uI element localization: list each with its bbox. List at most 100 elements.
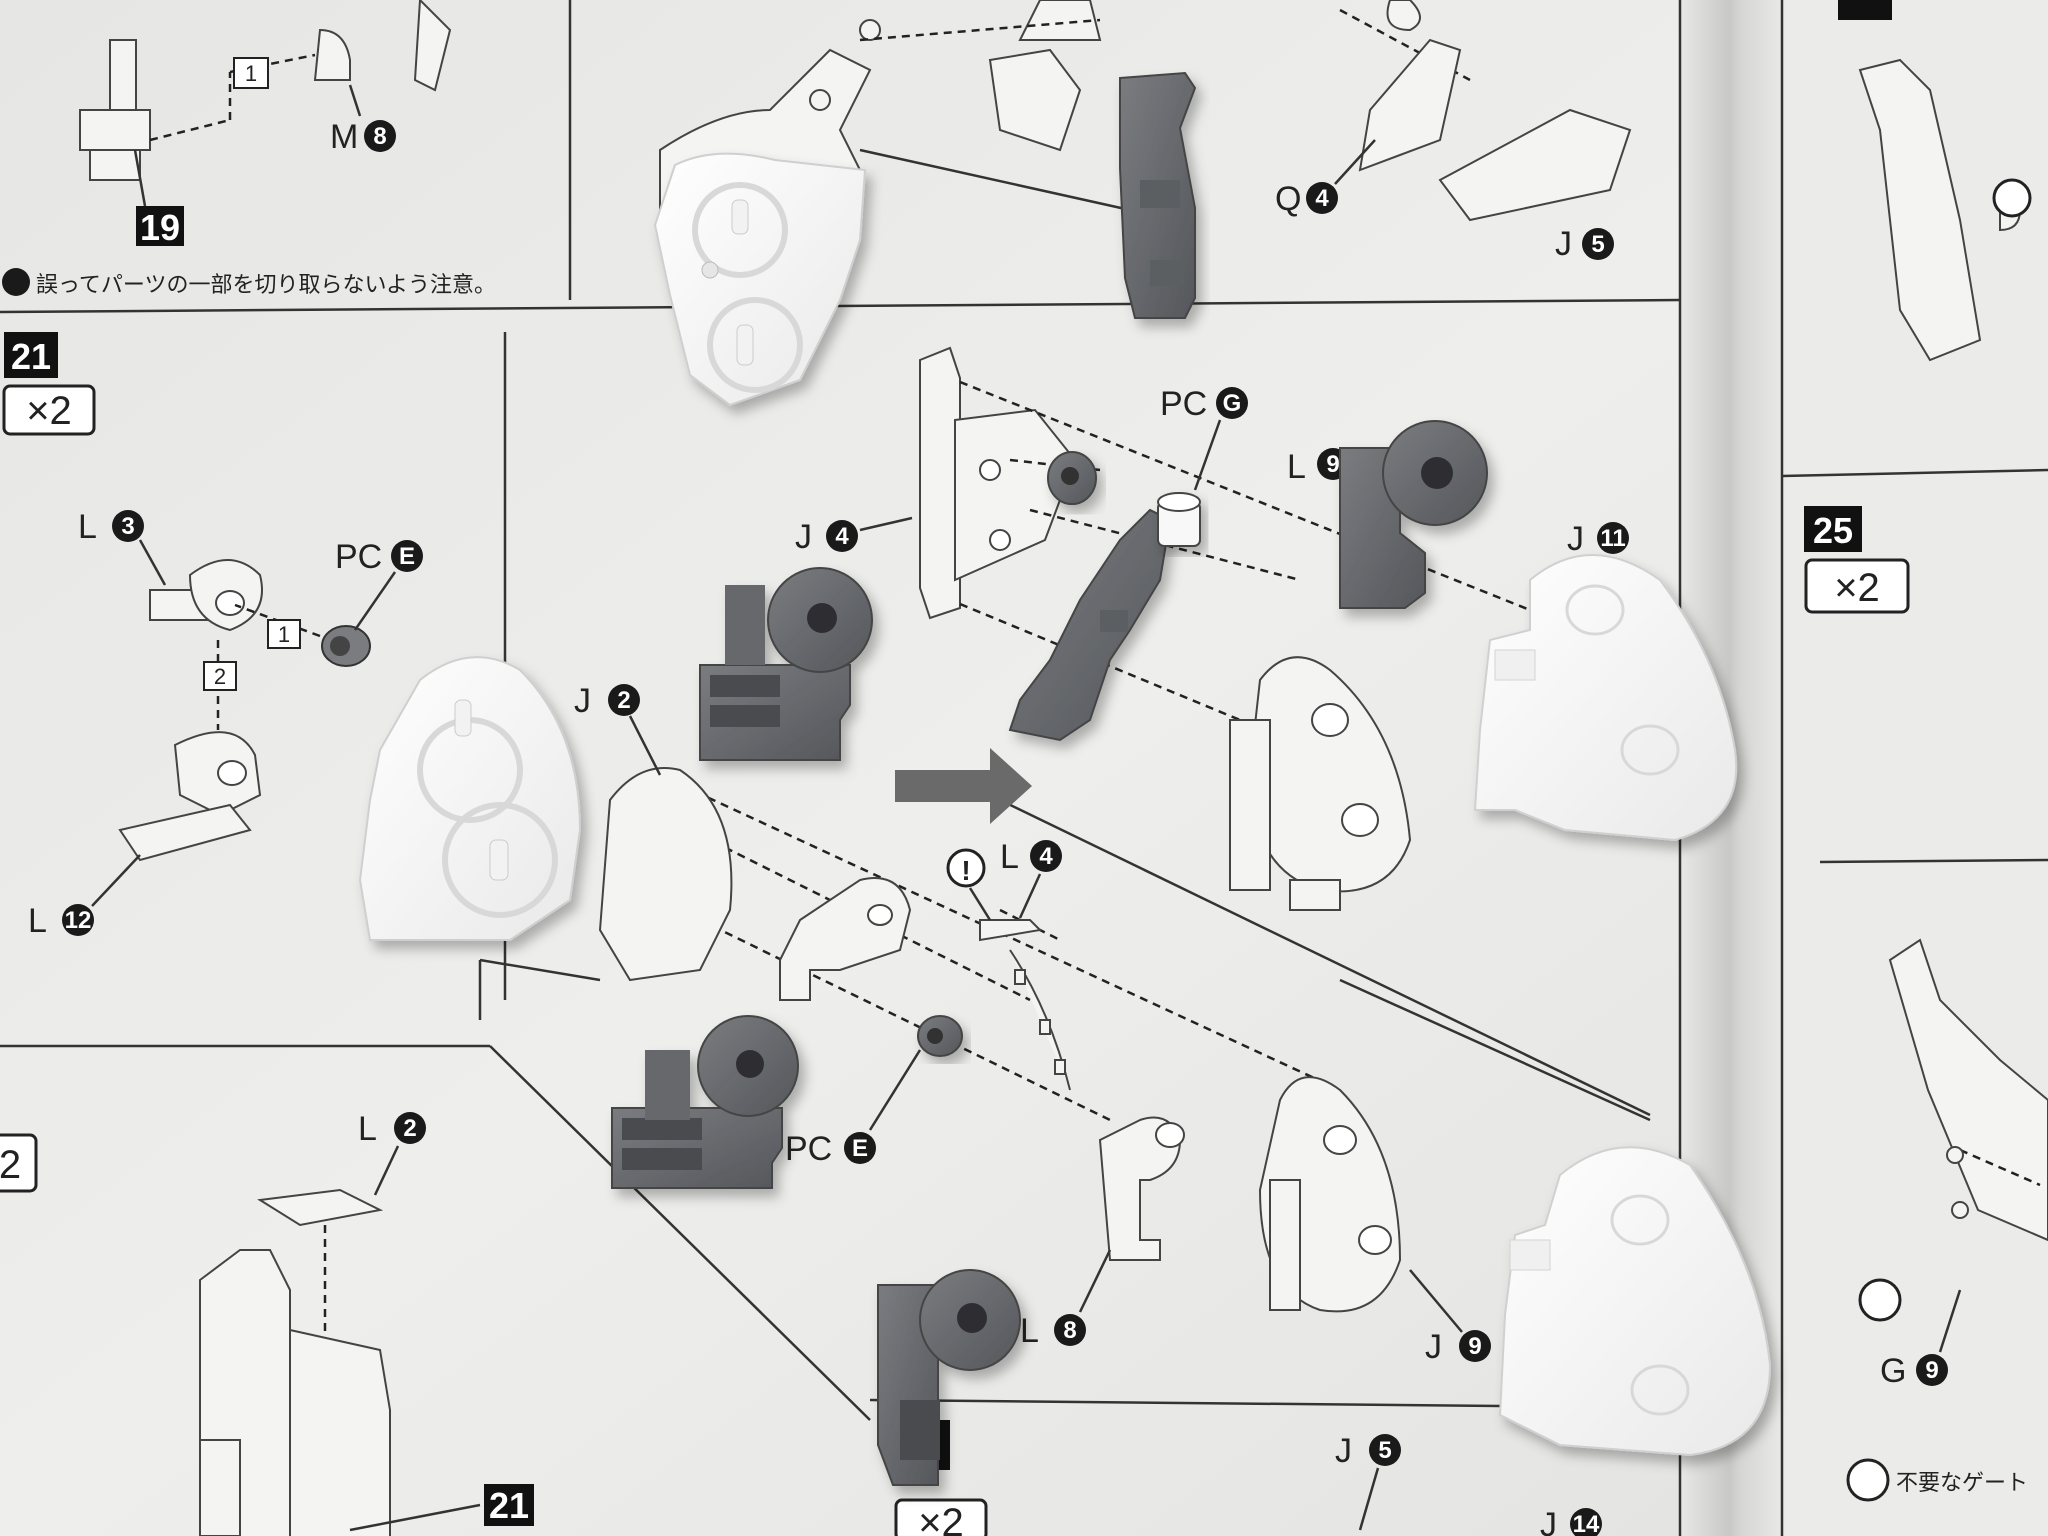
dark-ring-pc xyxy=(1047,451,1097,505)
j-cover-drawing-mid xyxy=(1229,656,1412,911)
svg-text:3: 3 xyxy=(121,513,134,540)
svg-text:×2: ×2 xyxy=(26,389,72,433)
caution-icon-right xyxy=(1992,178,2032,218)
step-19-illustration xyxy=(79,0,452,181)
white-ring-pcg xyxy=(1157,492,1201,547)
bottom-left-illustration xyxy=(199,1188,481,1536)
gate-icon xyxy=(1846,1458,1890,1502)
dark-clip-top xyxy=(1119,71,1197,319)
bottom-note: 不要なゲート xyxy=(1846,1458,2028,1502)
svg-text:2: 2 xyxy=(214,664,226,689)
svg-text:25: 25 xyxy=(1813,510,1853,551)
svg-text:5: 5 xyxy=(1378,1437,1391,1464)
svg-text:J: J xyxy=(1555,225,1572,263)
svg-text:8: 8 xyxy=(373,123,386,150)
assembly-arrow-icon xyxy=(895,748,1032,824)
dark-joint-lower-left xyxy=(611,1015,799,1189)
caution-icon: ! xyxy=(961,855,970,886)
svg-text:2: 2 xyxy=(0,1143,21,1187)
svg-text:9: 9 xyxy=(1326,451,1339,478)
pc-e-small-ring xyxy=(321,625,371,667)
part-label-l12: L 12 xyxy=(28,854,141,940)
svg-text:×2: ×2 xyxy=(1834,566,1880,610)
svg-text:9: 9 xyxy=(1925,1357,1938,1384)
part-label-j14: J 14 xyxy=(1540,1506,1602,1536)
svg-text:19: 19 xyxy=(140,207,180,248)
step-number-21: 21 ×2 xyxy=(2,332,96,436)
svg-text:2: 2 xyxy=(617,687,630,714)
svg-text:E: E xyxy=(852,1135,868,1162)
svg-text:PC: PC xyxy=(1160,385,1207,423)
svg-text:1: 1 xyxy=(278,622,290,647)
step-number-2-bottom: 2 xyxy=(0,1133,38,1193)
step-number-19: 19 xyxy=(133,149,184,248)
svg-text:L: L xyxy=(28,902,47,940)
svg-text:PC: PC xyxy=(335,538,382,576)
white-cover-j11 xyxy=(1473,554,1738,842)
part-label-pc-e-center: PC E xyxy=(785,1049,922,1168)
sequence-number: 1 xyxy=(245,61,257,86)
svg-text:PC: PC xyxy=(785,1130,832,1168)
svg-text:2: 2 xyxy=(403,1115,416,1142)
svg-text:5: 5 xyxy=(1591,231,1604,258)
svg-text:L: L xyxy=(1020,1312,1039,1350)
svg-text:L: L xyxy=(358,1110,377,1148)
l8-drawing xyxy=(1098,1116,1185,1261)
svg-text:21: 21 xyxy=(11,336,51,377)
svg-text:J: J xyxy=(1425,1328,1442,1366)
part-label-j5-top: J 5 xyxy=(1555,225,1614,263)
part-label-j5-bottom: J 5 xyxy=(1335,1432,1401,1531)
step-number-23-top-right xyxy=(1838,0,1892,20)
j9-drawing xyxy=(1258,1076,1402,1313)
svg-text:J: J xyxy=(1540,1506,1557,1536)
svg-text:J: J xyxy=(1567,520,1584,558)
l-drawing-mid xyxy=(779,877,912,1001)
sequence-box-1-mid: 1 xyxy=(267,619,301,649)
svg-text:M: M xyxy=(330,118,358,156)
svg-text:11: 11 xyxy=(1600,525,1625,552)
part-label-m8: M 8 xyxy=(330,84,396,156)
svg-text:J: J xyxy=(1335,1432,1352,1470)
l4-drawing xyxy=(979,919,1071,1091)
part-label-l4: L 4 xyxy=(1000,838,1062,919)
gate-icon xyxy=(1858,1278,1902,1322)
svg-text:12: 12 xyxy=(65,907,92,934)
svg-text:L: L xyxy=(78,508,97,546)
dark-ring-pce xyxy=(917,1015,963,1057)
j4-frame-drawing xyxy=(919,346,1077,620)
sequence-box-1-top: 1 xyxy=(233,57,269,89)
part-label-j9: J 9 xyxy=(1409,1269,1491,1366)
part-label-j2: J 2 xyxy=(574,682,662,776)
step-21-illustration xyxy=(118,559,321,862)
part-label-j4: J 4 xyxy=(795,516,913,556)
dark-joint-left-mid xyxy=(699,567,873,761)
warning-note: 誤ってパーツの一部を切り取らないよう注意。 xyxy=(2,268,496,298)
dark-joint-bottom xyxy=(877,1269,1021,1486)
step-number-21-bottom: 21 xyxy=(484,1484,534,1526)
svg-text:誤ってパーツの一部を切り取らないよう注意。: 誤ってパーツの一部を切り取らないよう注意。 xyxy=(36,273,496,298)
part-label-l3: L 3 xyxy=(78,508,167,586)
svg-text:14: 14 xyxy=(1573,1511,1600,1536)
part-label-q4: Q 4 xyxy=(1275,139,1376,218)
svg-text:E: E xyxy=(399,543,415,570)
dark-joint-l9 xyxy=(1339,420,1488,609)
svg-text:J: J xyxy=(795,518,812,556)
j2-frame-drawing xyxy=(478,767,733,1020)
part-label-pc-e-left: PC E xyxy=(335,538,423,631)
part-label-g9: G 9 xyxy=(1858,1278,1962,1390)
part-label-l8: L 8 xyxy=(1020,1249,1112,1350)
svg-text:G: G xyxy=(1223,390,1242,417)
step-number-25: 25 ×2 xyxy=(1804,506,1910,614)
svg-text:Q: Q xyxy=(1275,180,1301,218)
svg-text:4: 4 xyxy=(1039,843,1053,870)
part-label-l2: L 2 xyxy=(358,1110,426,1196)
part-label-pc-g: PC G xyxy=(1160,385,1248,491)
svg-text:G: G xyxy=(1880,1352,1906,1390)
sequence-box-2: 2 xyxy=(203,661,237,691)
part-label-j11: J 11 xyxy=(1567,520,1629,558)
svg-text:L: L xyxy=(1287,448,1306,486)
white-gear-housing-top xyxy=(653,152,867,407)
svg-text:4: 4 xyxy=(1315,185,1329,212)
svg-text:9: 9 xyxy=(1468,1333,1481,1360)
